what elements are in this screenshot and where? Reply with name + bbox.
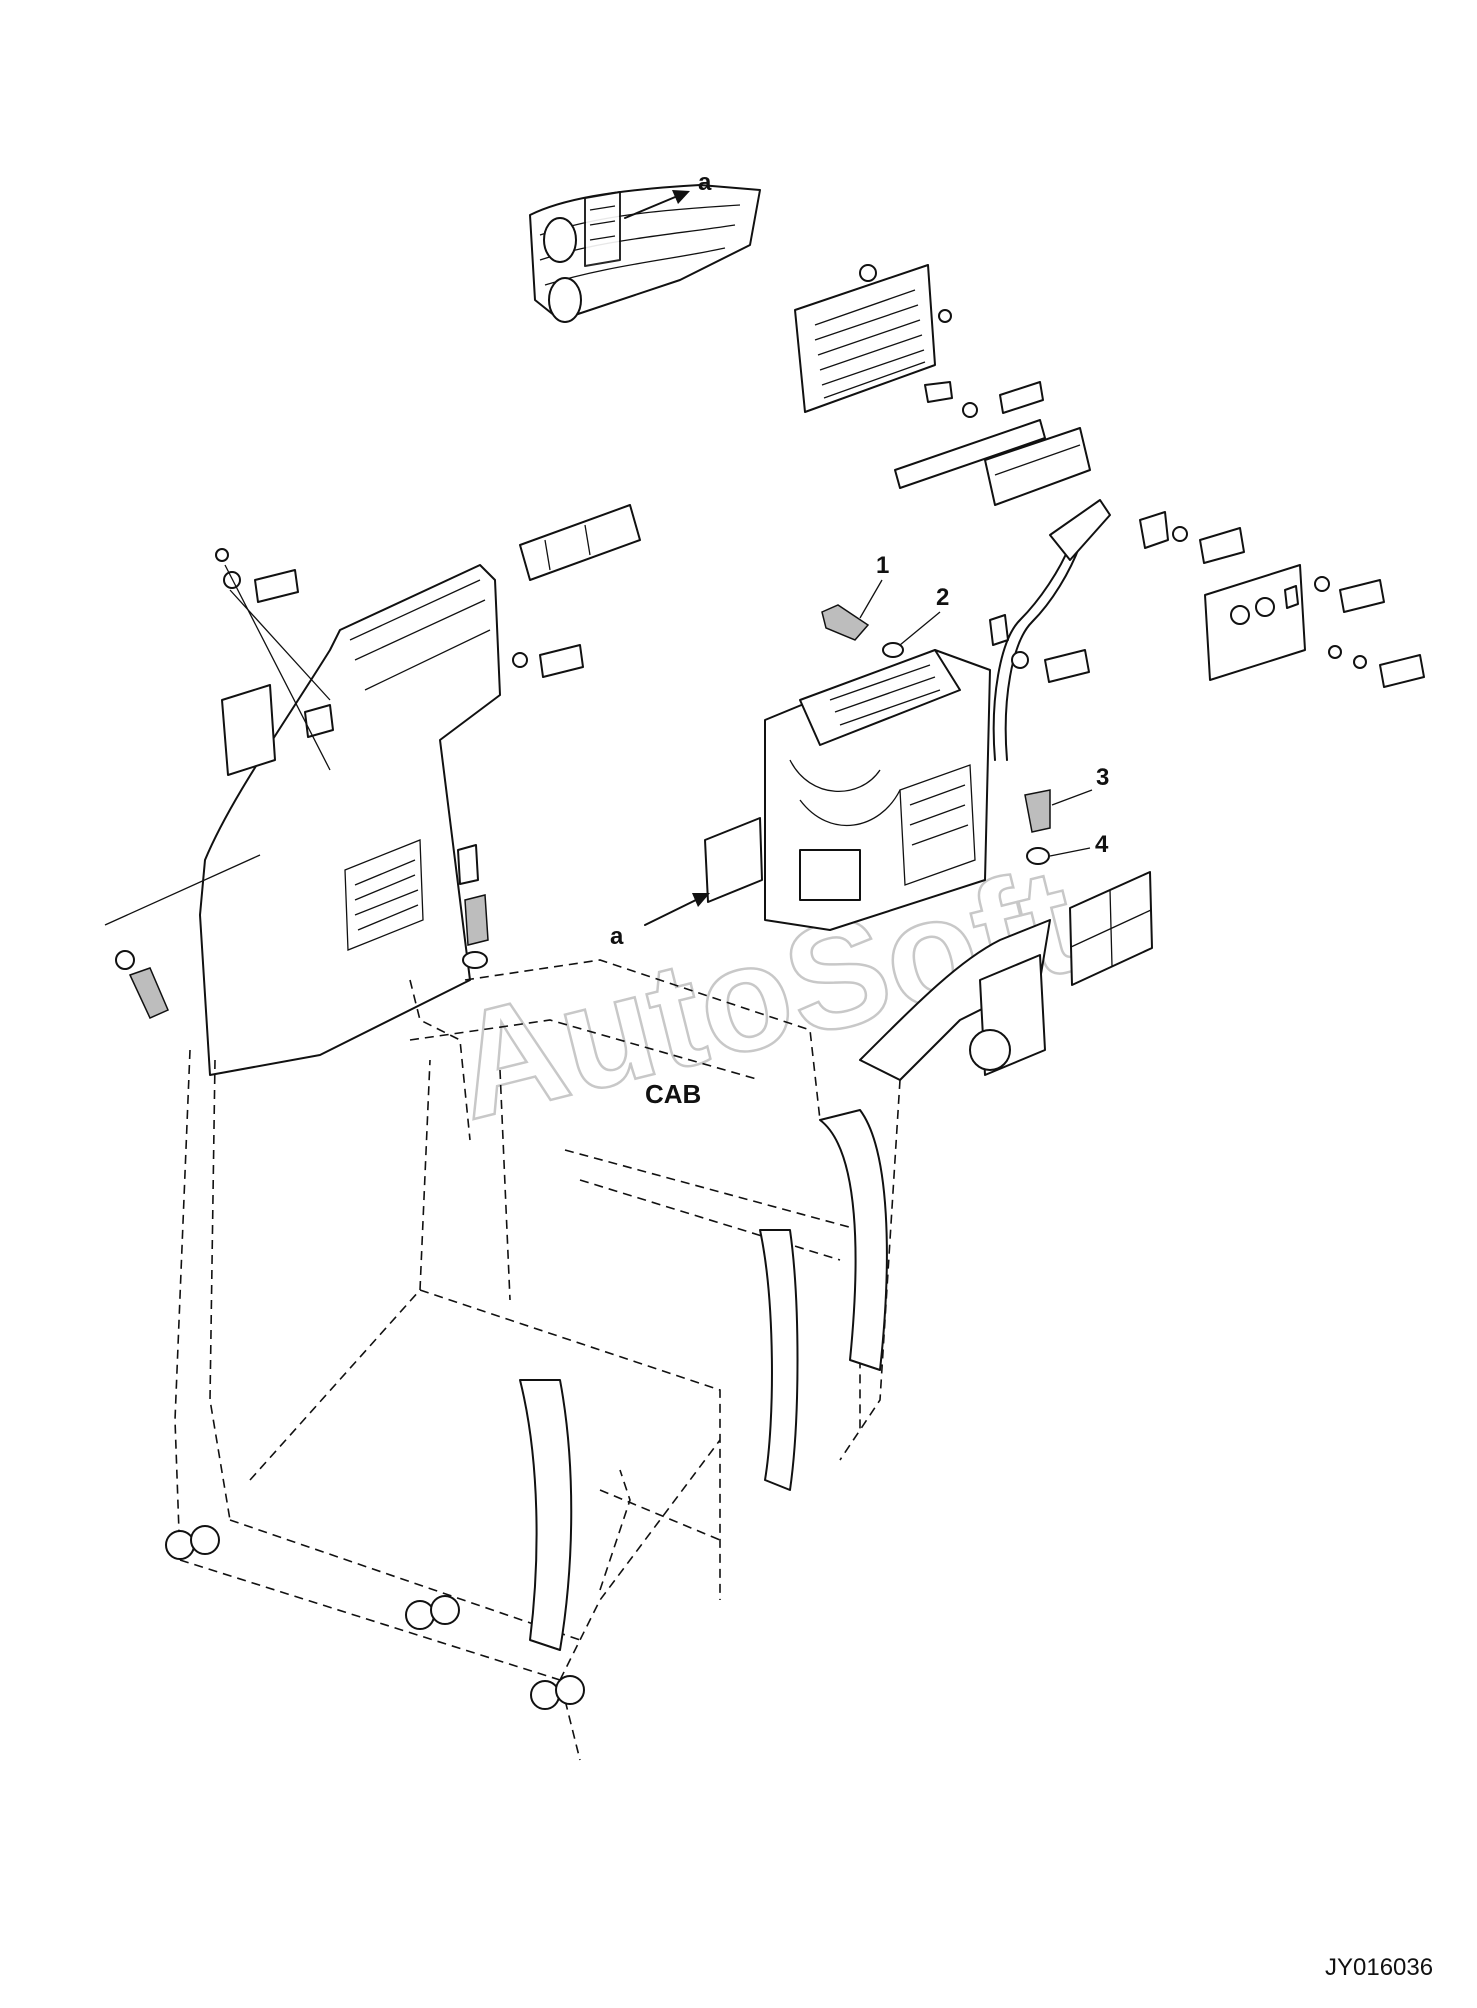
upper-grille-panel [794,264,1091,506]
callouts: 1 2 3 4 [859,552,1109,858]
callout-2: 2 [936,584,949,611]
washer-2 [882,642,904,658]
callout-3: 3 [1096,764,1109,791]
view-a-arrow-top [624,194,681,219]
view-a-marker-panel [704,817,763,903]
washer-4 [1026,847,1050,865]
view-a-arrow-mid [644,897,701,926]
callout-1: 1 [876,552,889,579]
cab-label: CAB [645,1079,701,1109]
view-a-label-mid: a [610,923,624,950]
detail-view-a: a [529,169,761,323]
air-conditioner-unit: a [610,604,1153,986]
callout-4: 4 [1095,831,1109,858]
drawing-code: JY016036 [1325,1954,1433,1981]
left-duct-cover [104,504,641,1076]
cab-frame: CAB [165,919,1051,1761]
switch-panel-assembly [989,499,1425,761]
bolt-1 [821,604,870,641]
bolt-3 [1024,789,1051,833]
view-a-label-top: a [698,169,712,196]
